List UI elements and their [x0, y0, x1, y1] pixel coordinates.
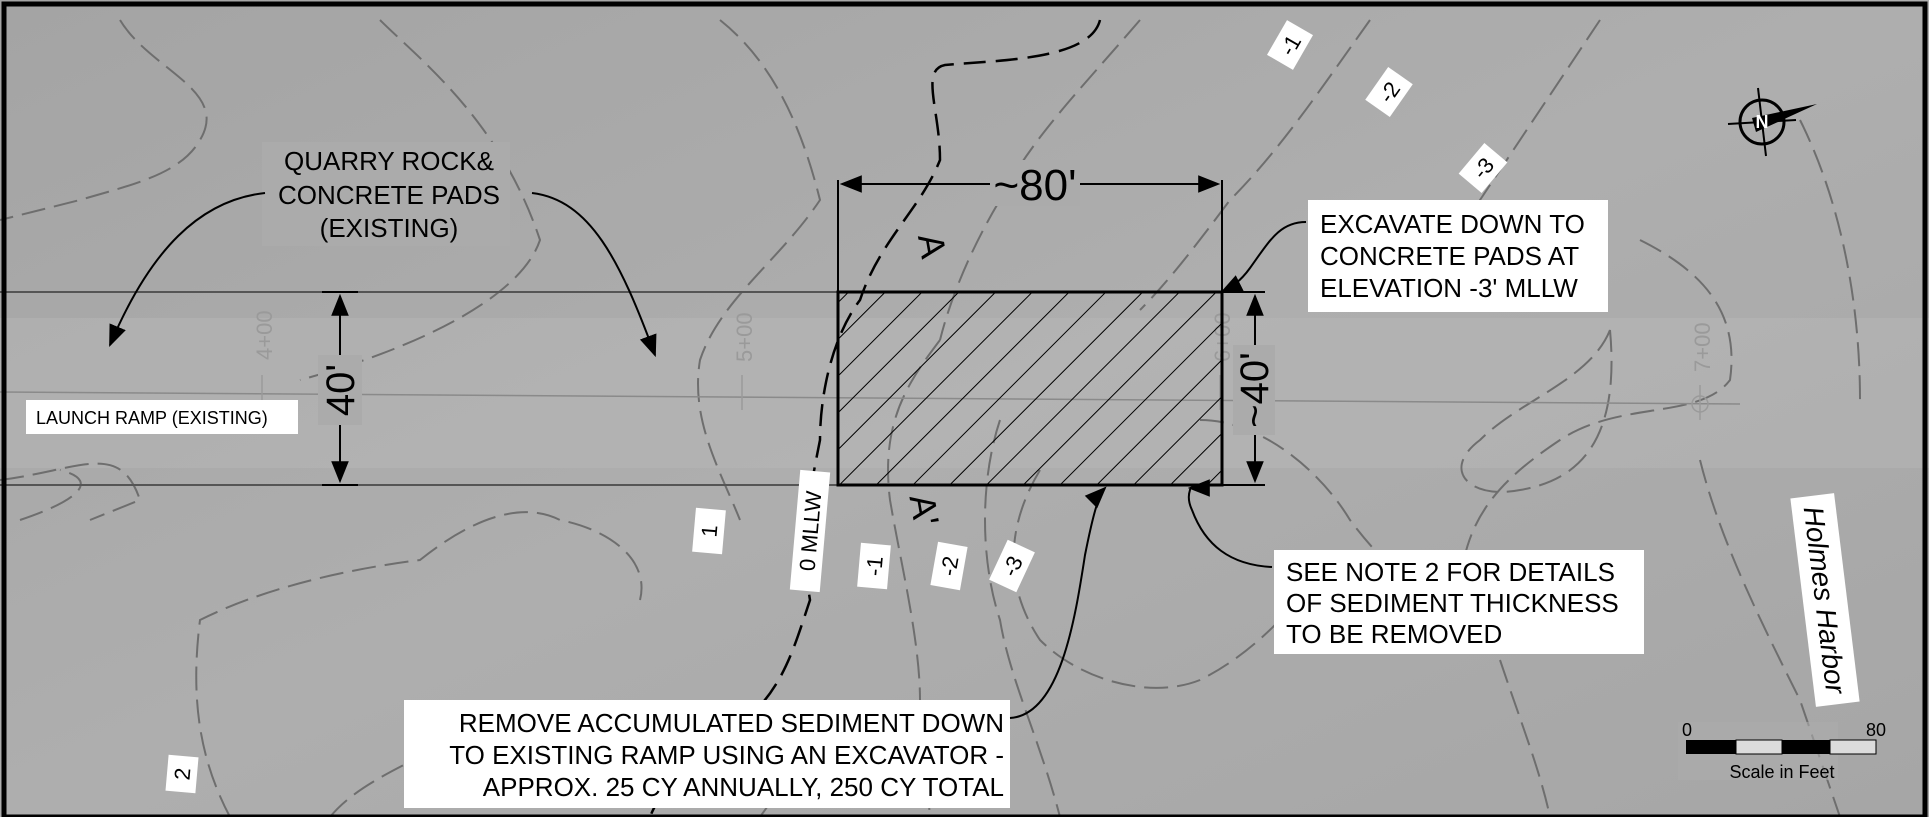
svg-text:TO EXISTING RAMP USING AN EXCA: TO EXISTING RAMP USING AN EXCAVATOR -: [449, 740, 1004, 770]
svg-text:-1: -1: [861, 555, 888, 577]
svg-text:QUARRY ROCK&: QUARRY ROCK&: [284, 146, 494, 176]
station-label: 4+00: [252, 310, 277, 360]
svg-text:N: N: [1756, 112, 1769, 132]
see-note-label: SEE NOTE 2 FOR DETAILS OF SEDIMENT THICK…: [1274, 550, 1644, 654]
scale-bar: 0 80 Scale in Feet: [1678, 720, 1886, 782]
svg-text:APPROX. 25 CY ANNUALLY, 250 CY: APPROX. 25 CY ANNUALLY, 250 CY TOTAL: [483, 772, 1004, 802]
contour-label: 0 MLLW: [789, 469, 831, 593]
dimension-label-bg: [990, 160, 1080, 206]
scale-max: 80: [1866, 720, 1886, 740]
svg-text:REMOVE ACCUMULATED SEDIMENT DO: REMOVE ACCUMULATED SEDIMENT DOWN: [459, 708, 1004, 738]
contour-label: -3: [989, 539, 1035, 593]
svg-text:-2: -2: [935, 554, 963, 578]
contour-label: -1: [857, 542, 891, 590]
contour-label: -1: [1267, 20, 1313, 70]
dimension-label-bg: [1233, 345, 1275, 435]
launch-ramp-label: LAUNCH RAMP (EXISTING): [36, 408, 268, 428]
leader-arrow: [531, 192, 657, 358]
section-marker-a-prime: A': [901, 491, 947, 529]
north-arrow-icon: N: [1727, 87, 1817, 157]
svg-text:1: 1: [697, 524, 723, 538]
remove-sediment-note: REMOVE ACCUMULATED SEDIMENT DOWN TO EXIS…: [404, 700, 1010, 808]
station-label: 5+00: [732, 312, 757, 362]
ramp-width-label: 40': [319, 364, 363, 416]
dredge-width-label: ~40': [1233, 352, 1277, 428]
scale-min: 0: [1682, 720, 1692, 740]
svg-text:OF SEDIMENT THICKNESS: OF SEDIMENT THICKNESS: [1286, 588, 1619, 618]
svg-text:2: 2: [170, 767, 196, 781]
leader-arrow: [1187, 479, 1273, 568]
contour-label: -2: [1365, 67, 1413, 117]
station-label: 7+00: [1690, 322, 1715, 372]
launch-ramp-label-box: [26, 400, 298, 434]
contour-label: 2: [165, 754, 199, 794]
svg-text:(EXISTING): (EXISTING): [320, 213, 459, 243]
dimension-label-bg: [318, 355, 362, 425]
svg-text:EXCAVATE DOWN TO: EXCAVATE DOWN TO: [1320, 209, 1585, 239]
contour-label: 1: [692, 507, 726, 555]
length-dimension-label: ~80': [993, 161, 1076, 210]
quarry-rock-label: QUARRY ROCK& CONCRETE PADS (EXISTING): [262, 142, 510, 246]
svg-text:TO BE REMOVED: TO BE REMOVED: [1286, 619, 1502, 649]
excavate-note: EXCAVATE DOWN TO CONCRETE PADS AT ELEVAT…: [1308, 200, 1608, 312]
contour-label: -2: [930, 541, 968, 591]
leader-arrow: [1220, 221, 1307, 293]
svg-text:SEE NOTE 2 FOR DETAILS: SEE NOTE 2 FOR DETAILS: [1286, 557, 1615, 587]
svg-text:CONCRETE PADS AT: CONCRETE PADS AT: [1320, 241, 1579, 271]
leader-arrow: [109, 192, 266, 348]
dredge-area: [836, 290, 1224, 487]
svg-text:ELEVATION -3' MLLW: ELEVATION -3' MLLW: [1320, 273, 1578, 303]
svg-text:CONCRETE PADS: CONCRETE PADS: [278, 180, 500, 210]
scale-caption: Scale in Feet: [1729, 762, 1834, 782]
leader-arrow: [1009, 486, 1107, 719]
